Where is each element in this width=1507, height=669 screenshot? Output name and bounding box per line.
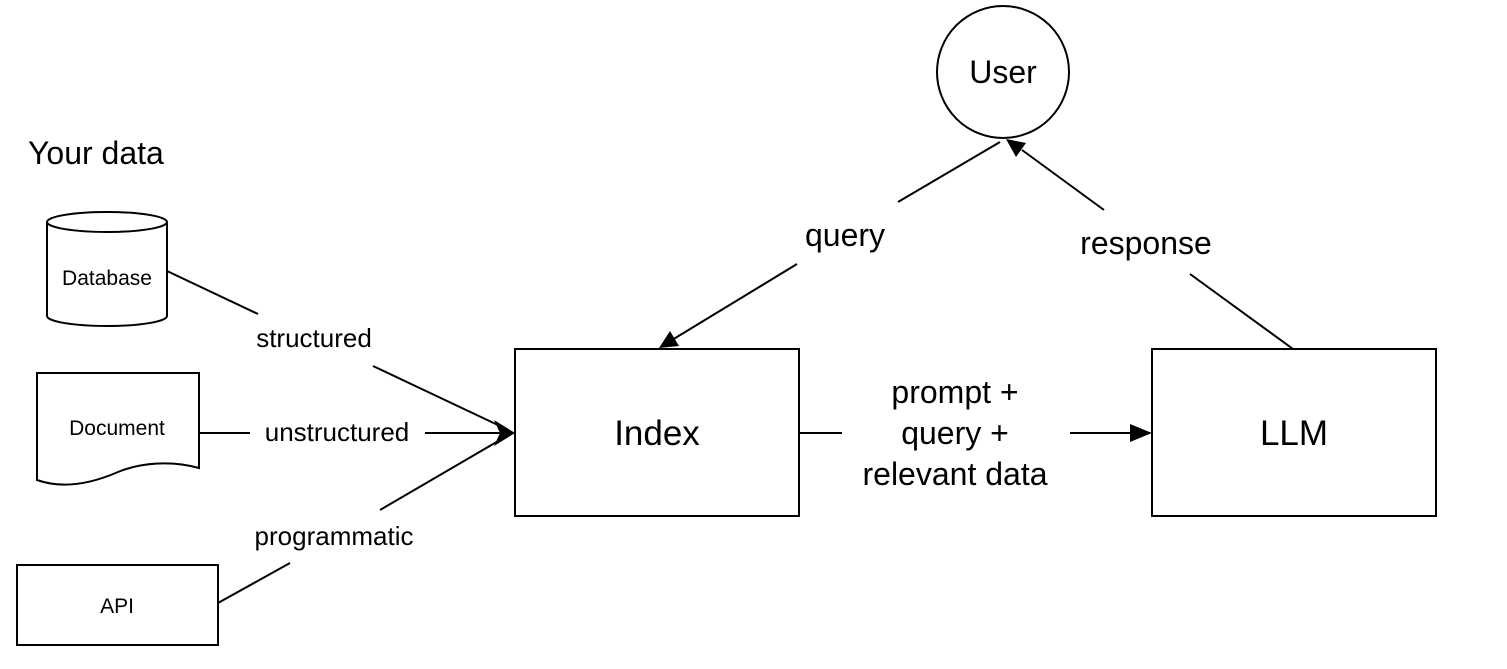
label-prompt-line3: relevant data (862, 456, 1047, 492)
llm-label: LLM (1260, 414, 1328, 453)
your-data-title: Your data (28, 135, 164, 171)
llm-input-arrowhead (1130, 424, 1152, 442)
edge-query-lower (671, 263, 798, 341)
index-box (514, 348, 800, 517)
edge-programmatic-lower (217, 562, 291, 604)
api-node: API (16, 564, 219, 646)
document-page-icon (36, 372, 200, 486)
database-cylinder-rim (46, 221, 168, 233)
index-input-arrowhead (494, 420, 515, 446)
llm-node: LLM (1151, 348, 1437, 517)
document-node: Document (36, 372, 200, 486)
label-query: query (805, 217, 885, 253)
edge-programmatic-upper (379, 439, 501, 511)
user-circle (936, 5, 1070, 139)
database-label: Database (62, 267, 152, 290)
label-programmatic: programmatic (255, 521, 414, 551)
index-label: Index (614, 414, 700, 453)
database-node: Database (46, 211, 168, 327)
edge-query-upper (897, 141, 1001, 203)
user-label: User (969, 54, 1037, 90)
label-unstructured: unstructured (265, 417, 410, 447)
label-prompt-line1: prompt + (891, 374, 1018, 410)
database-cylinder-icon (46, 211, 168, 327)
edge-structured-upper (166, 270, 259, 315)
index-node: Index (514, 348, 800, 517)
api-label: API (100, 595, 134, 618)
label-response: response (1080, 225, 1212, 261)
edge-response-upper (1021, 149, 1105, 211)
edge-structured-lower (372, 365, 501, 427)
edge-response-lower (1189, 273, 1294, 350)
query-arrowhead (659, 331, 679, 348)
label-prompt-line2: query + (901, 415, 1009, 451)
label-structured: structured (256, 323, 372, 353)
document-label: Document (69, 417, 165, 440)
llm-box (1151, 348, 1437, 517)
user-node: User (936, 5, 1070, 139)
api-box (16, 564, 219, 646)
response-arrowhead (1006, 139, 1026, 157)
